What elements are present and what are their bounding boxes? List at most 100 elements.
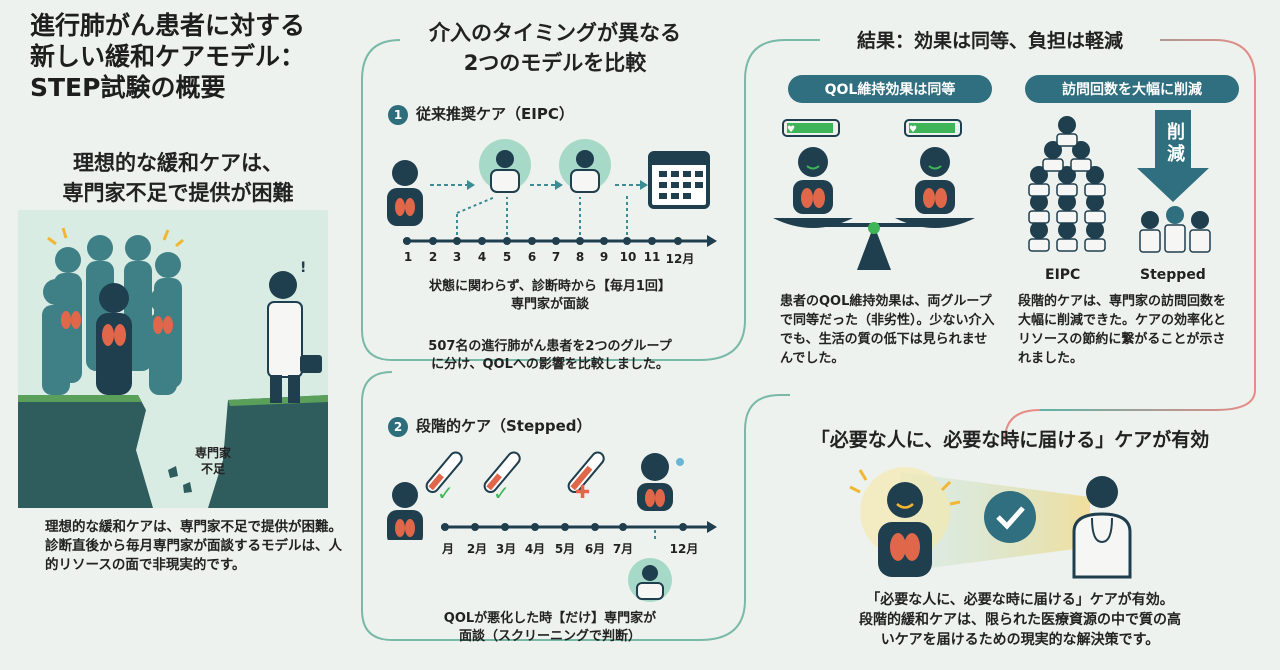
happy-patient-icon bbox=[849, 467, 961, 577]
specialist-on-demand-icon bbox=[628, 558, 672, 602]
left-cliff bbox=[18, 395, 153, 508]
tick-label: 7月 bbox=[612, 542, 634, 556]
worsening-patient-icon bbox=[637, 453, 684, 511]
qol-equal-badge: QOL維持効果は同等 bbox=[788, 75, 992, 103]
title-line-2: 新しい緩和ケアモデル： bbox=[30, 42, 306, 71]
tick-label: 11 bbox=[643, 250, 661, 264]
tick-label: 1 bbox=[403, 250, 413, 264]
tick-label: 8 bbox=[575, 250, 585, 264]
happy-patient-icon bbox=[915, 147, 955, 214]
model2-description: QOLが悪化した時【だけ】専門家が 面談（スクリーニングで判断） bbox=[400, 610, 700, 646]
expert-shortage-scene: ! 専門家 不足 bbox=[18, 210, 328, 508]
svg-text:♥: ♥ bbox=[909, 125, 917, 135]
left-heading-line-1: 理想的な緩和ケアは、 bbox=[73, 151, 283, 175]
right-cliff bbox=[208, 395, 328, 508]
result-text-qol: 患者のQOL維持効果は、両グループで同等だった（非劣性）。少ない介入でも、生活の… bbox=[780, 294, 995, 366]
left-body-text: 理想的な緩和ケアは、専門家不足で提供が困難。診断直後から毎月専門家が面談するモデ… bbox=[45, 519, 342, 573]
tick-label: 4 bbox=[477, 250, 487, 264]
sad-patient-icon bbox=[387, 160, 423, 226]
stepped-doctor-group-icon bbox=[1139, 206, 1211, 253]
reduce-arrow-label-line-1: 削 bbox=[1167, 122, 1185, 143]
svg-text:✓: ✓ bbox=[493, 481, 510, 505]
tick-label: 5 bbox=[502, 250, 512, 264]
model2-timeline-illustration: ✓ ✓ ✚ bbox=[387, 451, 717, 540]
tick-label: 10 bbox=[619, 250, 637, 264]
tick-label: 6月 bbox=[584, 542, 606, 556]
model2-label: 段階的ケア（Stepped） bbox=[416, 417, 592, 435]
model2-description-line-1: QOLが悪化した時【だけ】専門家が bbox=[443, 611, 657, 626]
tick-label: 3 bbox=[452, 250, 462, 264]
results-heading: 結果：効果は同等、負担は軽減 bbox=[856, 30, 1123, 52]
conclusion-body: 「必要な人に、必要な時に届ける」ケアが有効。 段階的緩和ケアは、限られた医療資源… bbox=[780, 590, 1260, 650]
group-label-eipc: EIPC bbox=[1045, 267, 1081, 283]
comparison-note-line-2: に分け、QOLへの影響を比較しました。 bbox=[431, 357, 669, 372]
tick-label: 6 bbox=[527, 250, 537, 264]
svg-text:!: ! bbox=[300, 260, 306, 276]
comparison-note-line-1: 507名の進行肺がん患者を2つのグループ bbox=[428, 339, 672, 354]
svg-text:✓: ✓ bbox=[437, 481, 454, 505]
tick-label: 12月 bbox=[669, 542, 699, 556]
sad-patient-icon bbox=[387, 482, 423, 540]
title-line-3: STEP試験の概要 bbox=[30, 73, 226, 102]
visit-reduction-badge: 訪問回数を大幅に削減 bbox=[1025, 75, 1239, 103]
model1-label: 従来推奨ケア（EIPC） bbox=[416, 105, 574, 123]
left-heading-line-2: 専門家不足で提供が困難 bbox=[62, 181, 294, 205]
check-circle-icon bbox=[984, 491, 1036, 543]
tick-label: 月 bbox=[441, 542, 455, 556]
model1-heading: 1 従来推奨ケア（EIPC） bbox=[388, 103, 574, 125]
expert-shortage-label-line-2: 不足 bbox=[200, 462, 225, 476]
battery-full-icon: ♥ bbox=[782, 119, 840, 137]
tick-label: 3月 bbox=[495, 542, 517, 556]
happy-patient-icon bbox=[793, 147, 833, 214]
doctor-visit-icon bbox=[479, 139, 531, 193]
expert-shortage-label: 専門家 不足 bbox=[183, 445, 243, 477]
svg-text:♥: ♥ bbox=[787, 125, 795, 135]
model1-tick-labels: 1 2 3 4 5 6 7 8 9 10 11 12月 bbox=[375, 250, 725, 268]
comparison-note: 507名の進行肺がん患者を2つのグループ に分け、QOLへの影響を比較しました。 bbox=[380, 338, 720, 374]
calendar-icon bbox=[648, 151, 710, 209]
middle-heading-line-2: 2つのモデルを比較 bbox=[463, 51, 647, 75]
expert-shortage-label-line-1: 専門家 bbox=[194, 446, 231, 460]
battery-full-icon: ♥ bbox=[904, 119, 962, 137]
patient-crowd-icon bbox=[42, 227, 184, 395]
tick-label: 2 bbox=[428, 250, 438, 264]
tick-label: 5月 bbox=[554, 542, 576, 556]
conclusion-body-line-3: いケアを届けるための現実的な解決策です。 bbox=[880, 632, 1160, 648]
conclusion-heading: 「必要な人に、必要な時に届ける」ケアが有効 bbox=[810, 429, 1210, 451]
model2-number-badge: 2 bbox=[388, 416, 408, 437]
thermometer-alert-icon bbox=[567, 451, 605, 494]
thermometer-ok-icon bbox=[483, 451, 521, 494]
reduce-arrow-label: 削 減 bbox=[1160, 122, 1192, 166]
reduce-arrow-label-line-2: 減 bbox=[1167, 144, 1185, 165]
page-title: 進行肺がん患者に対する 新しい緩和ケアモデル： STEP試験の概要 bbox=[30, 10, 305, 103]
model1-description-line-2: 専門家が面談 bbox=[510, 297, 589, 312]
doctor-icon: ! bbox=[267, 260, 322, 403]
conclusion-illustration bbox=[849, 467, 1132, 579]
left-heading: 理想的な緩和ケアは、 専門家不足で提供が困難 bbox=[28, 148, 328, 208]
eipc-doctor-pyramid-icon bbox=[1030, 116, 1104, 239]
doctor-visit-icon bbox=[559, 139, 611, 193]
model1-number-badge: 1 bbox=[388, 104, 408, 125]
model1-description-line-1: 状態に関わらず、診断時から【毎月1回】 bbox=[429, 279, 671, 294]
down-arrow-icon bbox=[1137, 110, 1209, 202]
balance-scale-illustration: ♥ ♥ bbox=[773, 119, 975, 270]
middle-heading: 介入のタイミングが異なる 2つのモデルを比較 bbox=[400, 18, 710, 78]
tick-label: 2月 bbox=[466, 542, 488, 556]
tick-label: 4月 bbox=[524, 542, 546, 556]
group-label-stepped: Stepped bbox=[1140, 267, 1206, 283]
tick-label: 7 bbox=[551, 250, 561, 264]
model2-heading: 2 段階的ケア（Stepped） bbox=[388, 415, 592, 437]
result-text-visits: 段階的ケアは、専門家の訪問回数を大幅に削減できた。ケアの効率化とリソースの節約に… bbox=[1018, 294, 1227, 366]
svg-text:✚: ✚ bbox=[575, 482, 590, 503]
tick-label: 12月 bbox=[665, 252, 695, 266]
conclusion-body-line-2: 段階的緩和ケアは、限られた医療資源の中で質の高 bbox=[859, 612, 1181, 628]
model2-description-line-2: 面談（スクリーニングで判断） bbox=[458, 629, 641, 644]
visit-reduction-illustration bbox=[1028, 110, 1211, 253]
model1-timeline-illustration bbox=[387, 139, 717, 247]
thermometer-ok-icon bbox=[425, 451, 463, 494]
crowd-and-cliff-illustration: ! bbox=[18, 227, 328, 508]
doctor-icon bbox=[1072, 476, 1132, 579]
tick-label: 9 bbox=[599, 250, 609, 264]
title-line-1: 進行肺がん患者に対する bbox=[30, 11, 306, 40]
